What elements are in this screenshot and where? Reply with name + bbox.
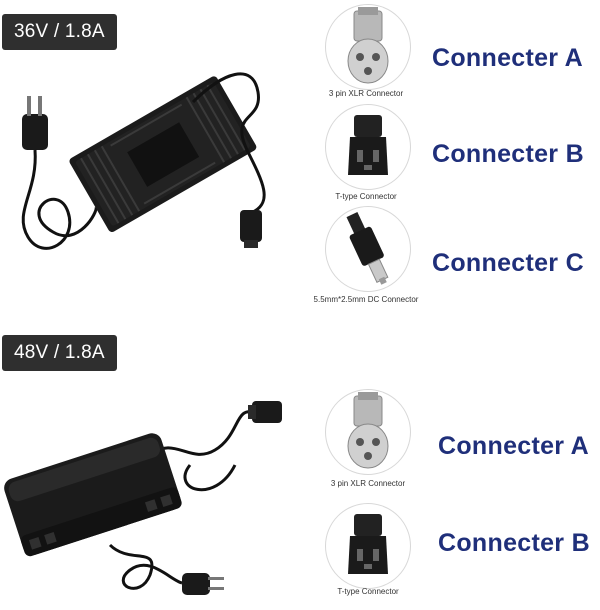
charger-36v-image — [8, 62, 298, 262]
xlr-connector-icon — [347, 392, 389, 469]
charger-48v-image — [0, 395, 300, 605]
connector-a-label: Connecter A — [438, 432, 590, 460]
connector-c-image — [325, 206, 411, 292]
section-36v: 36V / 1.8A — [2, 4, 584, 304]
connector-b-label: Connecter B — [438, 529, 590, 557]
connector-a-image — [325, 4, 411, 90]
voltage-badge: 48V / 1.8A — [2, 335, 117, 371]
t-type-connector-icon — [348, 514, 388, 574]
output-plug — [248, 401, 282, 423]
connector-a-label: Connecter A — [432, 44, 584, 72]
connector-a-caption: 3 pin XLR Connector — [328, 89, 404, 98]
voltage-badge: 36V / 1.8A — [2, 14, 117, 50]
connector-b-image — [325, 503, 411, 589]
ac-plug — [22, 96, 48, 150]
section-48v: 48V / 1.8A — [0, 325, 600, 600]
t-type-connector-icon — [348, 115, 388, 175]
connector-b-label: Connecter B — [432, 140, 584, 168]
connector-b-image — [325, 104, 411, 190]
xlr-connector-icon — [347, 7, 389, 84]
connector-c-caption: 5.5mm*2.5mm DC Connector — [313, 295, 419, 304]
connector-a-image — [325, 389, 411, 475]
output-plug — [240, 210, 262, 248]
connector-b-caption: T-type Connector — [337, 587, 399, 596]
connector-c-label: Connecter C — [432, 249, 584, 277]
connector-a-caption: 3 pin XLR Connector — [330, 479, 406, 488]
ac-plug — [182, 573, 224, 595]
dc-barrel-connector-icon — [346, 212, 389, 285]
connector-b-caption: T-type Connector — [335, 192, 397, 201]
